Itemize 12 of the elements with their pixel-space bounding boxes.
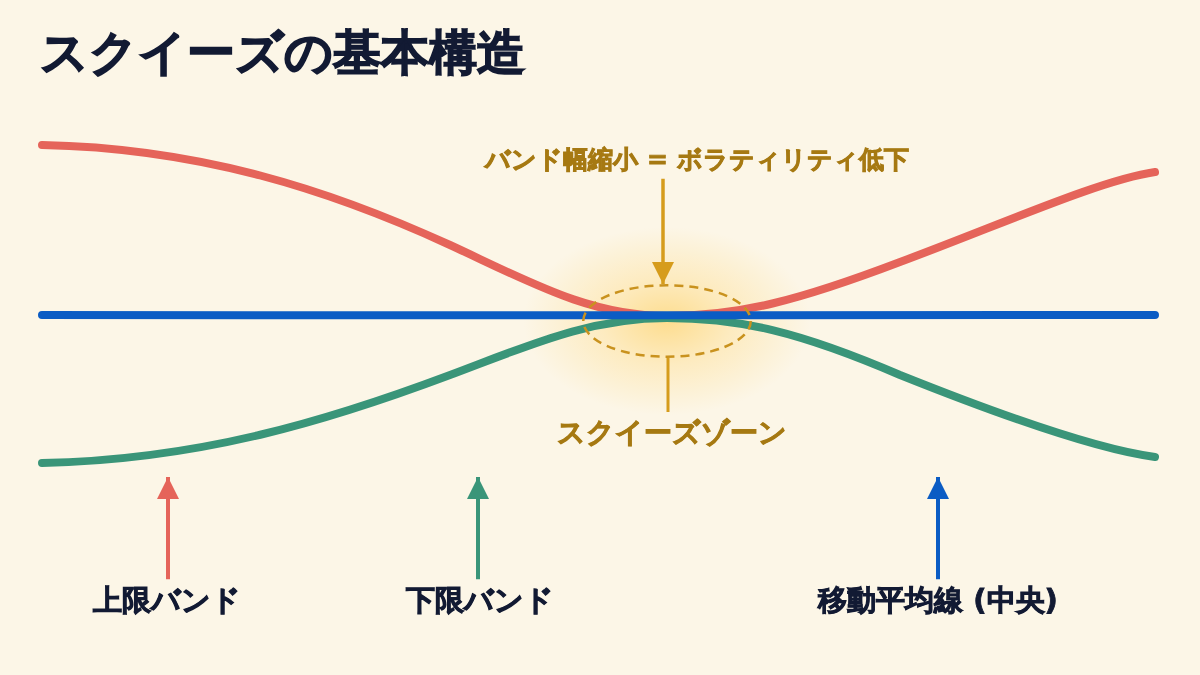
arrow [157,477,179,580]
connector-line [666,358,670,412]
band-label: 下限バンド [406,579,554,623]
band-label: 上限バンド [93,579,241,623]
annotation-text: バンド幅縮小 = ボラティリティ低下 [485,141,909,179]
arrow [927,477,949,580]
squeeze-zone-ellipse [582,284,752,358]
zone-label: スクイーズゾーン [557,412,787,454]
arrow [467,477,489,580]
line-label: 移動平均線 (中央) [818,579,1058,623]
title: スクイーズの基本構造 [40,24,525,82]
arrow [652,178,674,284]
